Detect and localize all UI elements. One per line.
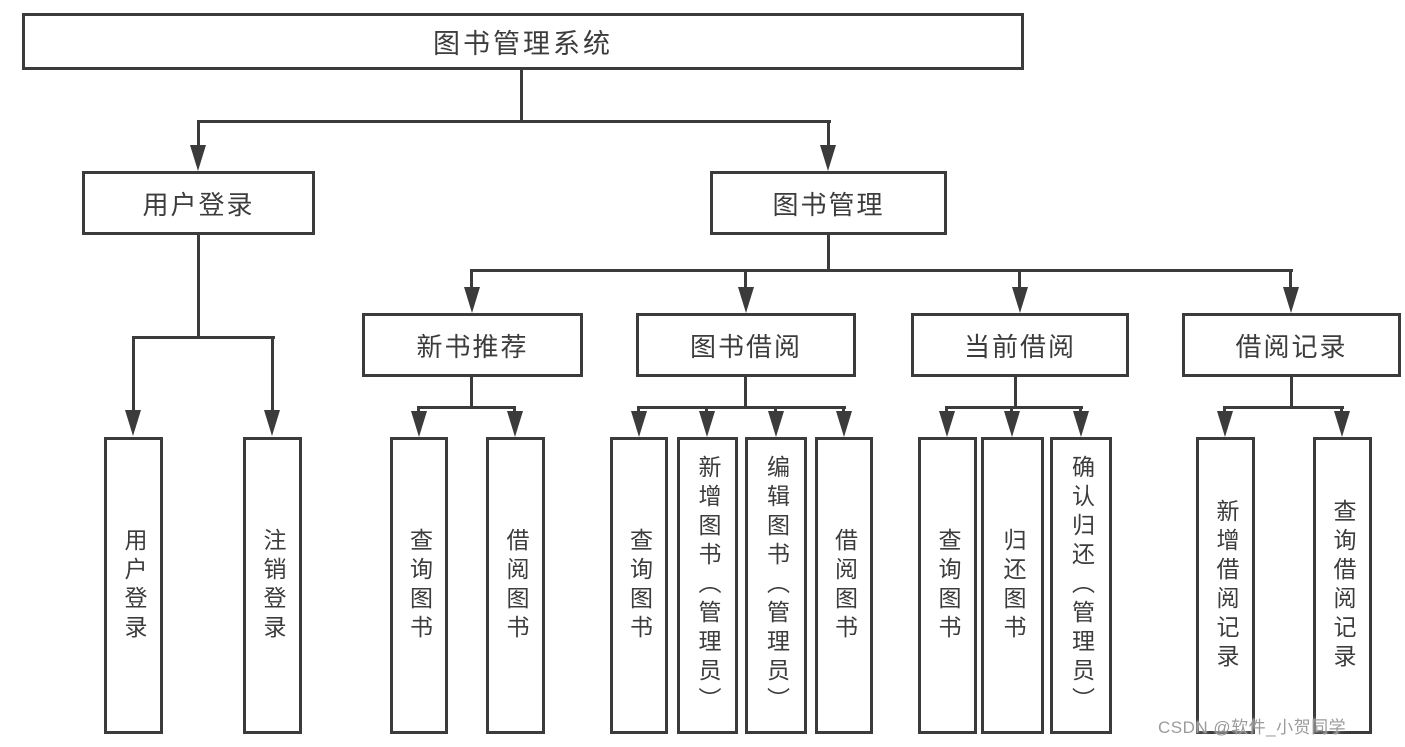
leaf-add-books-admin: 新增图书（管理员） [677, 437, 738, 734]
connector-vline [637, 406, 640, 414]
node-current-borrowing: 当前借阅 [911, 313, 1129, 377]
connector-vline [827, 120, 830, 147]
leaf-label: 新增图书（管理员） [695, 455, 721, 716]
leaf-query-books-borrowing: 查询图书 [610, 437, 668, 734]
arrowhead-down-icon [738, 287, 754, 313]
connector-vline [705, 406, 708, 414]
leaf-label: 注销登录 [260, 527, 286, 644]
connector-vline [271, 336, 274, 412]
connector-vline [520, 70, 523, 121]
connector-hline [637, 406, 846, 409]
leaf-borrow-books-recommend: 借阅图书 [486, 437, 545, 734]
leaf-confirm-return-admin: 确认归还（管理员） [1050, 437, 1112, 734]
leaf-query-books-current: 查询图书 [918, 437, 977, 734]
connector-vline [1079, 406, 1082, 414]
leaf-edit-books-admin: 编辑图书（管理员） [745, 437, 807, 734]
node-label: 借阅记录 [1235, 331, 1348, 362]
leaf-query-borrow-record: 查询借阅记录 [1313, 437, 1372, 734]
arrowhead-down-icon [1217, 411, 1233, 437]
node-label: 用户登录 [142, 189, 255, 220]
arrowhead-down-icon [507, 411, 523, 437]
leaf-add-borrow-record: 新增借阅记录 [1196, 437, 1255, 734]
node-borrowing-records: 借阅记录 [1182, 313, 1401, 377]
connector-vline [1340, 406, 1343, 414]
arrowhead-down-icon [820, 145, 836, 171]
arrowhead-down-icon [264, 410, 280, 436]
leaf-label: 查询借阅记录 [1330, 498, 1356, 673]
connector-hline [132, 336, 275, 339]
connector-hline [1224, 406, 1344, 409]
leaf-label: 编辑图书（管理员） [763, 455, 790, 716]
connector-vline [744, 377, 747, 409]
connector-hline [471, 269, 1293, 272]
connector-hline [945, 406, 1083, 409]
arrowhead-down-icon [836, 411, 852, 437]
arrowhead-down-icon [699, 411, 715, 437]
connector-vline [774, 406, 777, 414]
leaf-label: 归还图书 [1000, 527, 1026, 644]
node-new-book-recommendation: 新书推荐 [362, 313, 583, 377]
leaf-label: 查询图书 [626, 527, 653, 644]
node-book-borrowing: 图书借阅 [636, 313, 856, 377]
node-label: 图书借阅 [689, 331, 802, 362]
connector-vline [1223, 406, 1226, 414]
connector-vline [945, 406, 948, 414]
connector-vline [1289, 269, 1292, 289]
node-user-login: 用户登录 [82, 171, 315, 235]
connector-vline [470, 269, 473, 289]
arrowhead-down-icon [464, 287, 480, 313]
arrowhead-down-icon [939, 411, 955, 437]
node-library-management-system: 图书管理系统 [22, 13, 1024, 70]
leaf-query-books-recommend: 查询图书 [390, 437, 448, 734]
leaf-label: 用户登录 [121, 527, 147, 644]
connector-vline [744, 269, 747, 289]
arrowhead-down-icon [1334, 411, 1350, 437]
arrowhead-down-icon [1004, 411, 1020, 437]
arrowhead-down-icon [631, 411, 647, 437]
connector-vline [513, 406, 516, 414]
leaf-label: 查询图书 [935, 527, 961, 644]
leaf-user-login: 用户登录 [104, 437, 163, 734]
connector-vline [1018, 269, 1021, 289]
leaf-borrow-books-borrowing: 借阅图书 [815, 437, 873, 734]
node-book-management: 图书管理 [710, 171, 947, 235]
connector-vline [1010, 406, 1013, 414]
arrowhead-down-icon [768, 411, 784, 437]
leaf-return-books: 归还图书 [981, 437, 1044, 734]
arrowhead-down-icon [190, 145, 206, 171]
connector-vline [132, 336, 135, 412]
leaf-label: 确认归还（管理员） [1068, 455, 1095, 716]
connector-vline [417, 406, 420, 414]
arrowhead-down-icon [1012, 287, 1028, 313]
arrowhead-down-icon [1283, 287, 1299, 313]
connector-vline [197, 234, 200, 338]
leaf-label: 查询图书 [406, 527, 433, 644]
node-label: 新书推荐 [416, 331, 529, 362]
leaf-label: 借阅图书 [831, 527, 858, 644]
leaf-logout: 注销登录 [243, 437, 302, 734]
node-label: 图书管理 [772, 189, 885, 220]
connector-hline [197, 120, 831, 123]
node-label: 当前借阅 [963, 331, 1076, 362]
watermark: CSDN @软件_小贺同学 [1158, 718, 1347, 737]
arrowhead-down-icon [1073, 411, 1089, 437]
connector-vline [1014, 377, 1017, 409]
connector-vline [197, 120, 200, 147]
connector-hline [417, 406, 516, 409]
leaf-label: 新增借阅记录 [1213, 498, 1239, 673]
arrowhead-down-icon [411, 411, 427, 437]
arrowhead-down-icon [125, 410, 141, 436]
connector-vline [827, 234, 830, 272]
connector-vline [470, 377, 473, 409]
node-label: 图书管理系统 [433, 29, 613, 59]
connector-vline [842, 406, 845, 414]
leaf-label: 借阅图书 [503, 527, 529, 644]
connector-vline [1290, 377, 1293, 409]
